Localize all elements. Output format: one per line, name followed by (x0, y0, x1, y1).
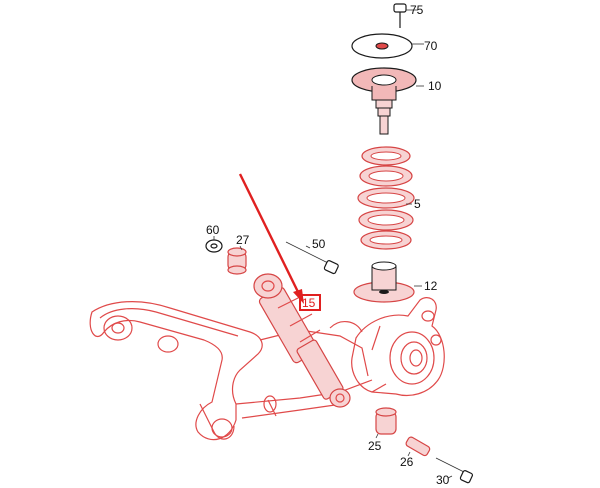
label-75: 75 (410, 3, 424, 17)
label-12: 12 (424, 279, 438, 293)
coil-spring-5[interactable] (357, 146, 415, 250)
shock-absorber[interactable] (253, 273, 351, 408)
bushing-27[interactable] (227, 245, 247, 275)
label-26: 26 (400, 455, 414, 469)
top-plate-70[interactable] (351, 33, 424, 59)
sleeve-26[interactable] (405, 436, 431, 457)
label-15: 15 (302, 296, 316, 310)
label-25: 25 (368, 439, 382, 453)
highlight-box-15 (299, 294, 321, 311)
label-27: 27 (236, 233, 250, 247)
bolt-30[interactable] (435, 457, 474, 484)
wheel-carrier (351, 297, 445, 397)
label-70: 70 (424, 39, 438, 53)
bolt-50[interactable] (285, 241, 339, 275)
label-5: 5 (414, 197, 421, 211)
label-30: 30 (436, 473, 450, 487)
red-arrow-icon (238, 173, 304, 304)
spring-seat-12[interactable] (353, 261, 422, 303)
label-50: 50 (312, 237, 326, 251)
label-60: 60 (206, 223, 220, 237)
label-10: 10 (428, 79, 442, 93)
spring-mount-10[interactable] (351, 67, 424, 135)
bushing-25[interactable] (375, 407, 397, 439)
bolt-75[interactable] (393, 3, 418, 28)
washer-60[interactable] (205, 236, 223, 253)
